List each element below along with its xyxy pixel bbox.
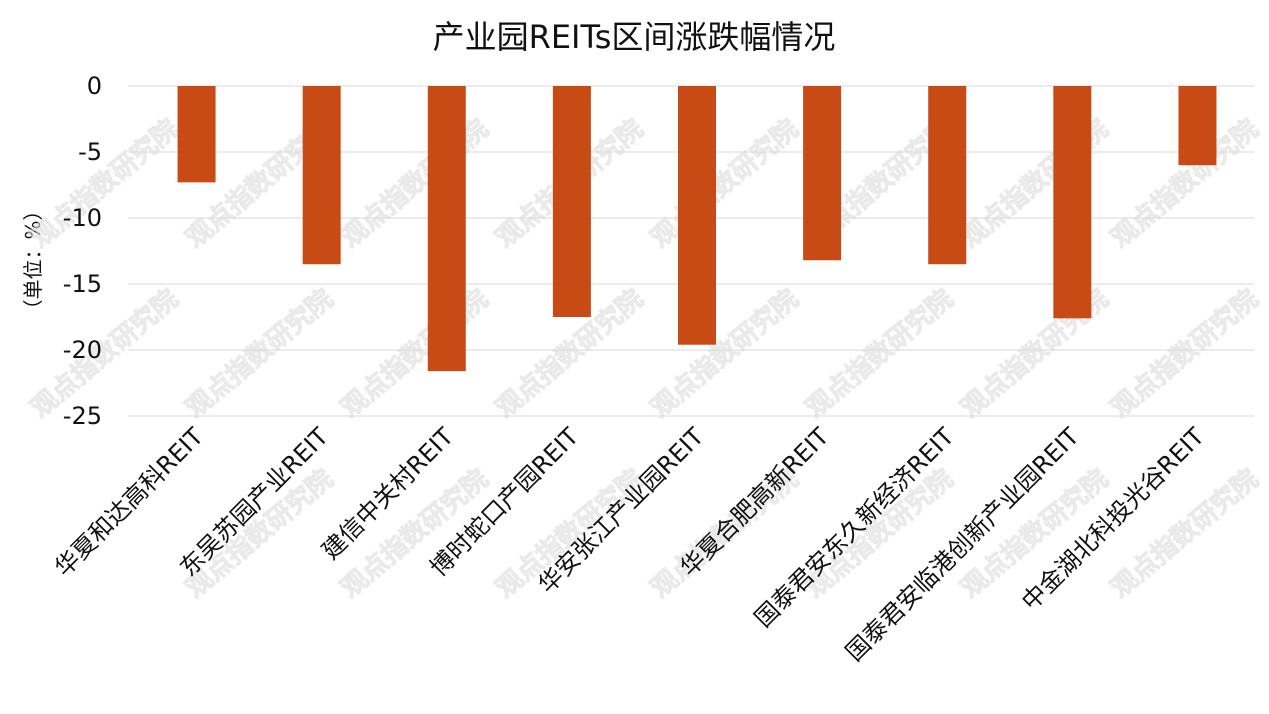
bars: [177, 86, 1217, 372]
y-axis-title: （单位：%）: [21, 200, 45, 319]
watermark-text: 观点指数研究院: [180, 283, 339, 424]
chart-title: 产业园REITs区间涨跌幅情况: [433, 18, 836, 56]
watermark-text: 观点指数研究院: [645, 283, 804, 424]
y-axis-ticks: 0 -5 -10 -15 -20 -25: [63, 72, 102, 430]
y-tick-label: -20: [63, 336, 102, 364]
bar: [177, 86, 216, 183]
watermark-text: 观点指数研究院: [335, 113, 494, 254]
watermark-text: 观点指数研究院: [25, 113, 184, 254]
y-tick-label: -10: [63, 204, 102, 232]
watermark-text: 观点指数研究院: [335, 283, 494, 424]
bar: [803, 86, 842, 261]
watermark-text: 观点指数研究院: [800, 283, 959, 424]
bar: [552, 86, 591, 317]
bar: [1053, 86, 1092, 319]
bar: [928, 86, 967, 265]
y-tick-label: 0: [87, 72, 102, 100]
y-tick-label: -25: [63, 402, 102, 430]
watermark-text: 观点指数研究院: [1105, 283, 1264, 424]
bar: [302, 86, 341, 265]
bar: [678, 86, 716, 345]
watermark-text: 观点指数研究院: [25, 283, 184, 424]
watermark-text: 观点指数研究院: [645, 113, 804, 254]
bar: [427, 86, 466, 372]
x-tick-label: 国泰君安东久新经济REIT: [749, 422, 960, 633]
bar: [1178, 86, 1217, 166]
y-tick-label: -15: [63, 270, 102, 298]
y-tick-label: -5: [78, 138, 102, 166]
